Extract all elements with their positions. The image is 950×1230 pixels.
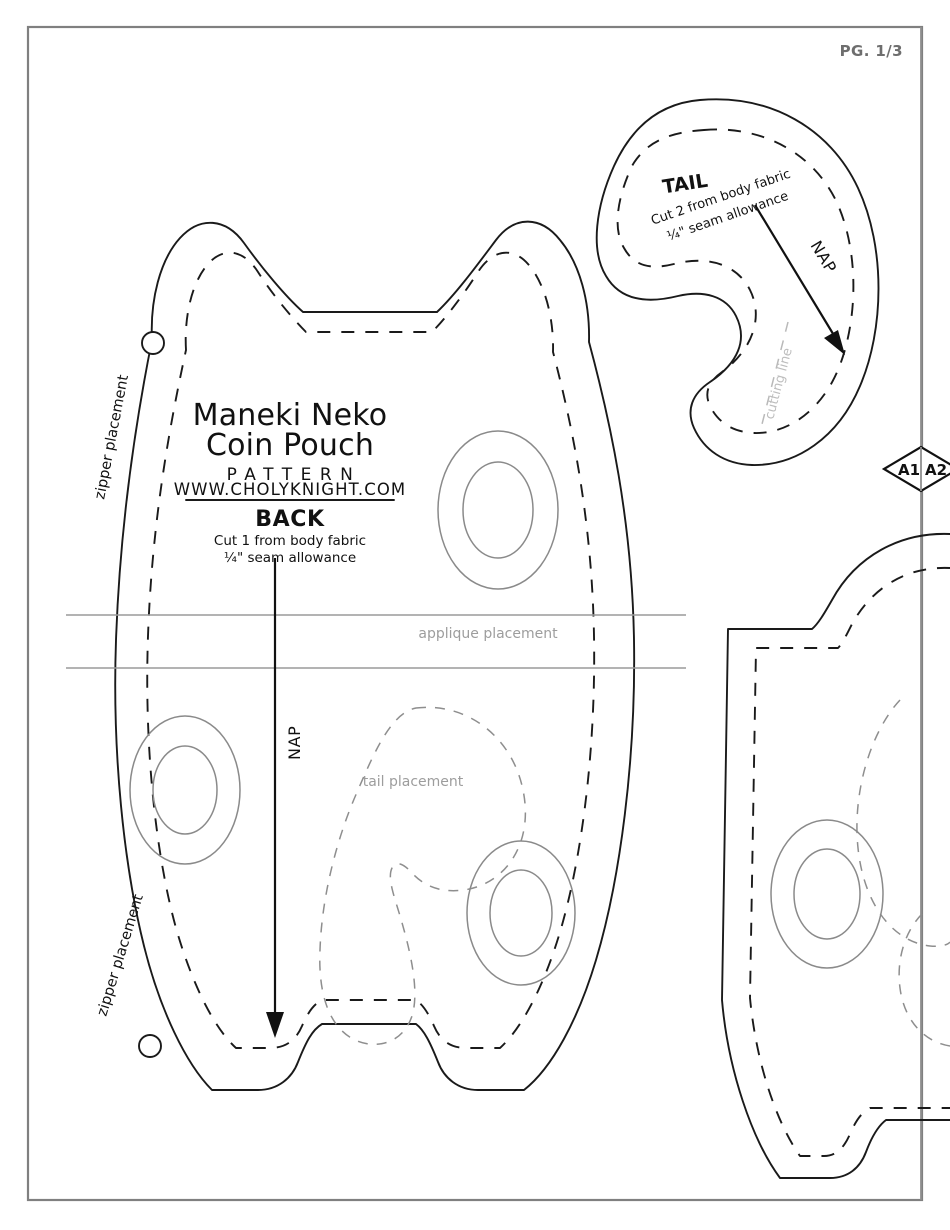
title-url: WWW.CHOLYKNIGHT.COM: [174, 480, 407, 499]
coin-motif-lower-right: [466, 840, 576, 986]
tail-nap-arrow-line: [754, 204, 839, 343]
registration-marker: A1 A2: [881, 445, 950, 493]
zipper-placement-label-top: zipper placement: [92, 373, 132, 501]
zipper-marker-top: [141, 331, 165, 355]
title-line-1: Maneki Neko: [193, 398, 388, 433]
back-cut-line: [114, 220, 636, 1091]
nap-arrow-head: [266, 1012, 284, 1038]
registration-label-a1: A1: [898, 461, 920, 479]
piece-back: zipper placement zipper placement appliq…: [66, 220, 686, 1091]
back-seam-note: ¼" seam allowance: [224, 550, 356, 566]
tail-placement-label: tail placement: [363, 774, 464, 790]
front-partial-tail-placement-2: [898, 913, 950, 1047]
tail-cut-line: [595, 98, 880, 466]
back-cut-note: Cut 1 from body fabric: [214, 533, 366, 549]
back-seam-line: [146, 251, 596, 1049]
registration-label-a2: A2: [925, 461, 947, 479]
page-number: PG. 1/3: [840, 42, 903, 60]
nap-label-back: NAP: [285, 726, 304, 760]
title-subtitle: PATTERN: [227, 465, 362, 485]
coin-motif-front-partial: [770, 819, 884, 969]
piece-name-back: BACK: [255, 507, 325, 532]
piece-name-tail: TAIL: [661, 170, 709, 199]
front-partial-tail-placement: [856, 699, 950, 947]
registration-diamond: [881, 445, 950, 493]
page-border: [26, 25, 924, 1202]
coin-motif-upper-right: [437, 430, 559, 590]
tail-seam-line: [616, 128, 855, 434]
front-partial-cut-line: [721, 533, 950, 1179]
nap-label-tail: NAP: [807, 237, 841, 276]
title-line-2: Coin Pouch: [206, 428, 374, 463]
coin-motif-lower-left: [129, 715, 241, 865]
piece-tail: TAIL Cut 2 from body fabric ¼" seam allo…: [595, 98, 880, 466]
tail-nap-arrow-head: [824, 330, 845, 355]
zipper-placement-label-bottom: zipper placement: [95, 892, 147, 1018]
zipper-marker-bottom: [138, 1034, 162, 1058]
piece-front-partial: [721, 533, 950, 1179]
applique-placement-label: applique placement: [418, 626, 558, 642]
cutting-line-label: cutting line: [762, 346, 795, 421]
tail-placement-outline: [319, 706, 527, 1045]
